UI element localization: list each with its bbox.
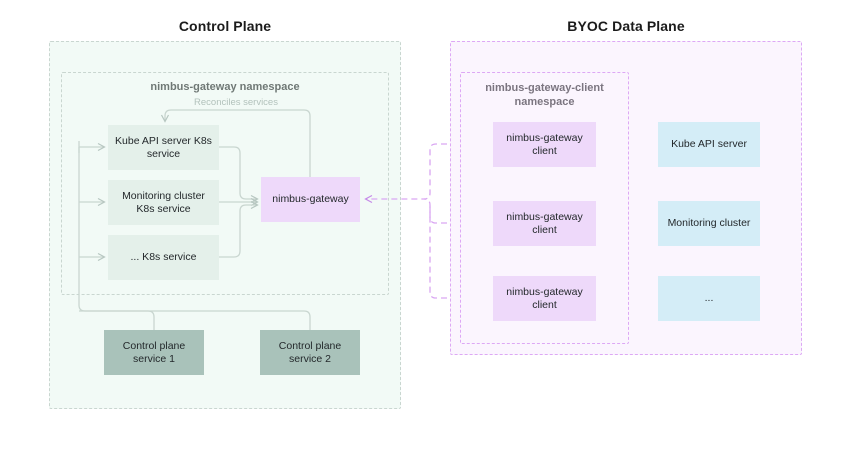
nimbus-gateway-client-namespace-boundary xyxy=(460,72,629,344)
nimbus-gateway-namespace-boundary xyxy=(61,72,389,295)
node-nimbus-gateway-client-2[interactable]: nimbus-gateway client xyxy=(493,201,596,246)
node-kube-api-server-k8s-service[interactable]: Kube API server K8s service xyxy=(108,125,219,170)
node-other-k8s-service[interactable]: ... K8s service xyxy=(108,235,219,280)
node-nimbus-gateway[interactable]: nimbus-gateway xyxy=(261,177,360,222)
nimbus-gateway-client-namespace-label-line1: nimbus-gateway-client xyxy=(485,82,604,94)
node-control-plane-service-2[interactable]: Control plane service 2 xyxy=(260,330,360,375)
nimbus-gateway-namespace-label: nimbus-gateway namespace xyxy=(150,81,300,93)
node-nimbus-gateway-client-1[interactable]: nimbus-gateway client xyxy=(493,122,596,167)
node-monitoring-cluster[interactable]: Monitoring cluster xyxy=(658,201,760,246)
node-control-plane-service-1[interactable]: Control plane service 1 xyxy=(104,330,204,375)
node-monitoring-cluster-k8s-service[interactable]: Monitoring cluster K8s service xyxy=(108,180,219,225)
node-other-target[interactable]: ... xyxy=(658,276,760,321)
node-nimbus-gateway-client-3[interactable]: nimbus-gateway client xyxy=(493,276,596,321)
control-plane-title: Control Plane xyxy=(178,18,272,34)
reconciles-services-label: Reconciles services xyxy=(194,97,278,108)
node-kube-api-server[interactable]: Kube API server xyxy=(658,122,760,167)
byoc-data-plane-title: BYOC Data Plane xyxy=(567,18,685,34)
nimbus-gateway-client-namespace-label-line2: namespace xyxy=(514,96,575,108)
